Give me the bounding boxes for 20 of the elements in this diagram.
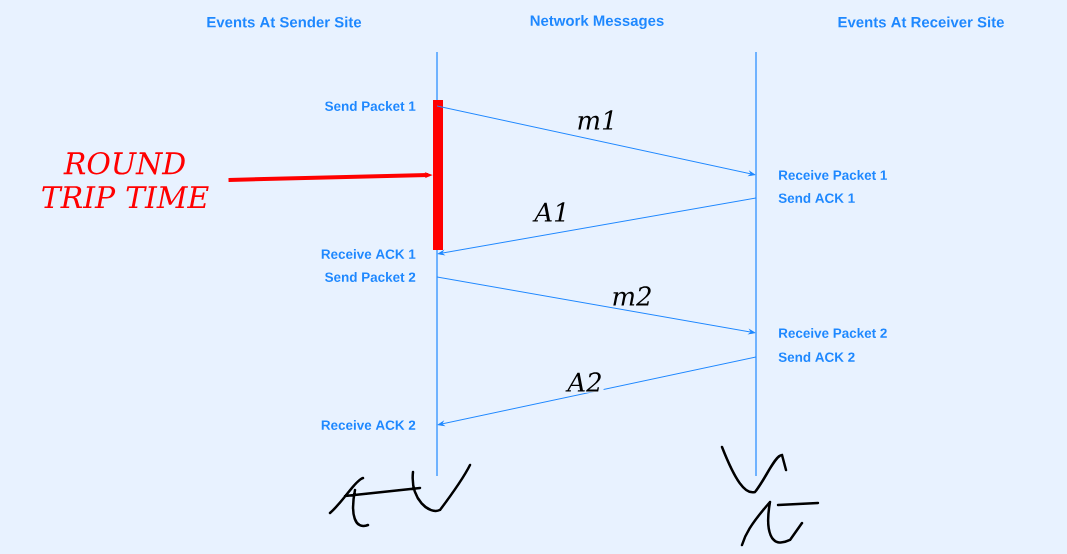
event-label: Receive ACK 2 [321,420,416,430]
arrow [437,356,757,426]
column-heading: Events At Sender Site [207,16,362,28]
event-label: Receive ACK 1 [321,249,416,259]
column-heading: Events At Receiver Site [838,16,1004,28]
edge-label: m1 [575,109,619,131]
arrow [436,105,756,176]
event-label: Send Packet 1 [325,101,416,111]
handwritten-note: ROUND TRIP TIME [42,151,209,208]
column-heading: Network Messages [530,15,664,29]
edge-label: m2 [610,285,654,307]
edge-label: A1 [532,201,571,223]
event-label: Receive Packet 2 [779,328,887,338]
event-label: Receive Packet 1 [779,170,887,180]
event-label: Send Packet 2 [325,272,416,282]
arrow [437,197,757,256]
event-label: Send ACK 2 [778,352,855,362]
event-label: Send ACK 1 [778,193,855,203]
edge-label: A2 [565,371,604,393]
arrow [436,276,756,335]
